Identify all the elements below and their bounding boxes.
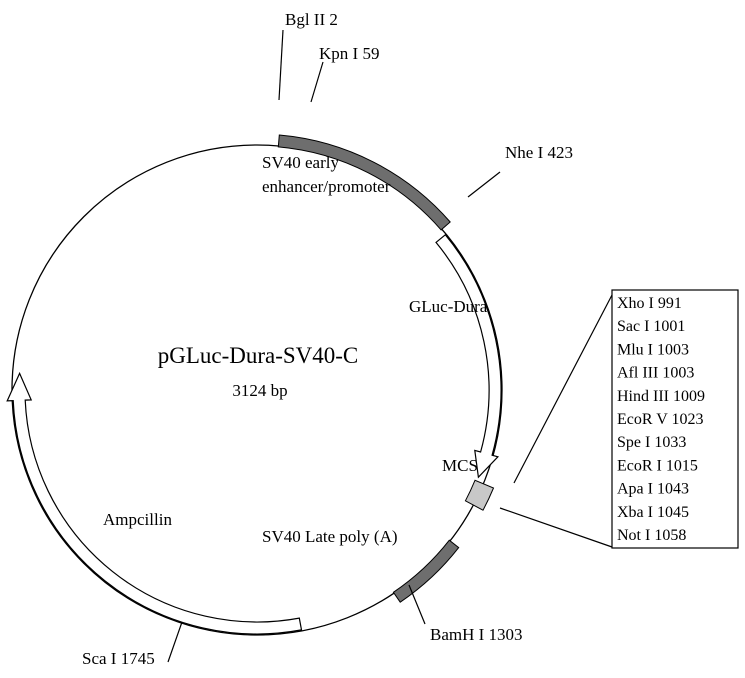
ampicillin-label: Ampcillin <box>103 510 172 529</box>
mcs-site-entry: Xho I 991 <box>617 295 682 312</box>
mcs-site-entry: Xba I 1045 <box>617 504 689 521</box>
mcs-box <box>464 479 495 511</box>
nhe1-site-label: Nhe I 423 <box>505 143 573 162</box>
bamh1-site-label: BamH I 1303 <box>430 625 523 644</box>
sv40-early-label-line2: enhancer/promoter <box>262 177 391 196</box>
gluc-label: GLuc-Dura <box>409 297 488 316</box>
bgl2-site-line <box>278 29 284 101</box>
mcs-callout-bottom-line <box>499 507 613 548</box>
kpn1-site-line <box>310 61 324 103</box>
mcs-site-entry: Hind III 1009 <box>617 388 705 405</box>
kpn1-site-label: Kpn I 59 <box>319 44 379 63</box>
sv40-late-label: SV40 Late poly (A) <box>262 527 398 546</box>
plasmid-name: pGLuc-Dura-SV40-C <box>158 343 359 368</box>
bamh1-site-line <box>408 584 426 625</box>
sca1-site-label: Sca I 1745 <box>82 649 155 668</box>
mcs-site-entry: Sac I 1001 <box>617 318 685 335</box>
sv40-early-promoter-segment <box>277 134 451 231</box>
sv40-early-label-line1: SV40 early <box>262 153 339 172</box>
mcs-site-entry: Spe I 1033 <box>617 434 686 451</box>
bgl2-site-label: Bgl II 2 <box>285 10 338 29</box>
plasmid-size: 3124 bp <box>232 381 287 400</box>
mcs-site-entry: EcoR V 1023 <box>617 411 704 428</box>
mcs-site-list-box <box>611 289 739 549</box>
mcs-site-entry: Mlu I 1003 <box>617 341 689 358</box>
mcs-site-entry: EcoR I 1015 <box>617 457 698 474</box>
sv40-late-polya-segment <box>392 539 460 603</box>
nhe1-site-line <box>467 171 501 198</box>
ampicillin-gene-arrow <box>6 371 303 635</box>
gluc-dura-gene-arrow <box>435 233 502 479</box>
mcs-site-entry: Afl III 1003 <box>617 365 694 382</box>
mcs-site-entry: Not I 1058 <box>617 527 686 544</box>
mcs-callout-top-line <box>513 294 613 484</box>
sca1-site-line <box>167 621 183 663</box>
mcs-site-entry: Apa I 1043 <box>617 481 689 498</box>
mcs-label: MCS <box>442 456 478 475</box>
